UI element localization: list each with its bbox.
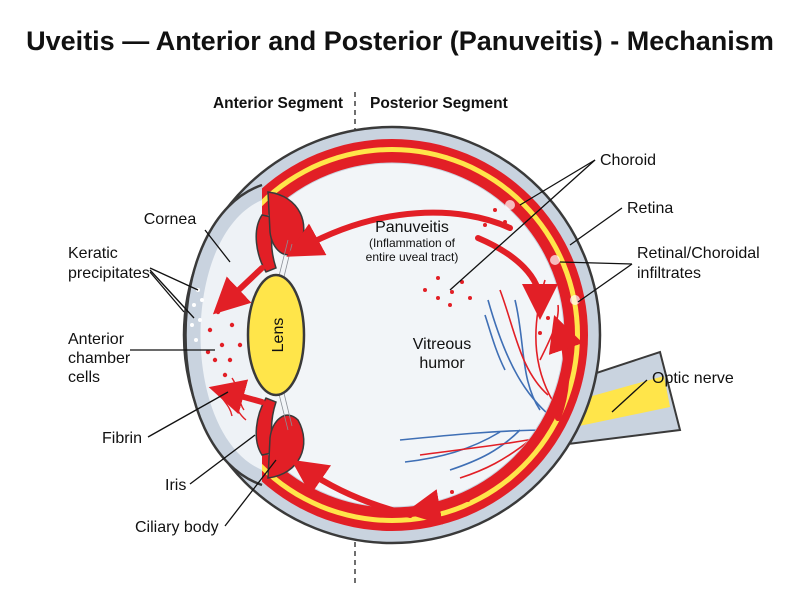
ciliary-body-label: Ciliary body — [135, 519, 219, 536]
page-title: Uveitis — Anterior and Posterior (Panuve… — [26, 26, 774, 56]
iris-label: Iris — [165, 477, 186, 494]
posterior-segment-heading: Posterior Segment — [370, 95, 508, 112]
keratic-label-line-1: Keratic — [68, 245, 118, 262]
panuveitis-sub-1: (Inflammation of — [369, 236, 456, 250]
vitreous-cells — [423, 276, 472, 307]
inflammation-arrows — [208, 209, 583, 525]
infiltrates-label-line-1: Retinal/Choroidal — [637, 245, 760, 262]
anterior-segment-heading: Anterior Segment — [213, 95, 343, 112]
panuveitis-sub-2: entire uveal tract) — [366, 250, 459, 264]
vitreous-label-line-1: Vitreous — [413, 336, 471, 353]
fibrin-label: Fibrin — [102, 430, 142, 447]
retinal-choroidal-infiltrates — [438, 200, 580, 508]
cornea-label: Cornea — [144, 211, 197, 228]
optic-nerve-label: Optic nerve — [652, 370, 734, 387]
retina-label: Retina — [627, 200, 673, 217]
lens — [246, 273, 306, 397]
lens-label: Lens — [270, 318, 287, 353]
leader-lines — [130, 159, 648, 527]
keratic-label-line-2: precipitates — [68, 265, 150, 282]
vitreous-label-line-2: humor — [419, 355, 465, 372]
anterior-chamber-label-line-1: Anterior — [68, 331, 125, 348]
anterior-chamber-label-line-2: chamber — [68, 350, 131, 367]
anterior-chamber-label-line-3: cells — [68, 369, 100, 386]
choroid-label: Choroid — [600, 152, 656, 169]
panuveitis-label: Panuveitis — [375, 219, 449, 236]
infiltrates-label-line-2: infiltrates — [637, 265, 701, 282]
